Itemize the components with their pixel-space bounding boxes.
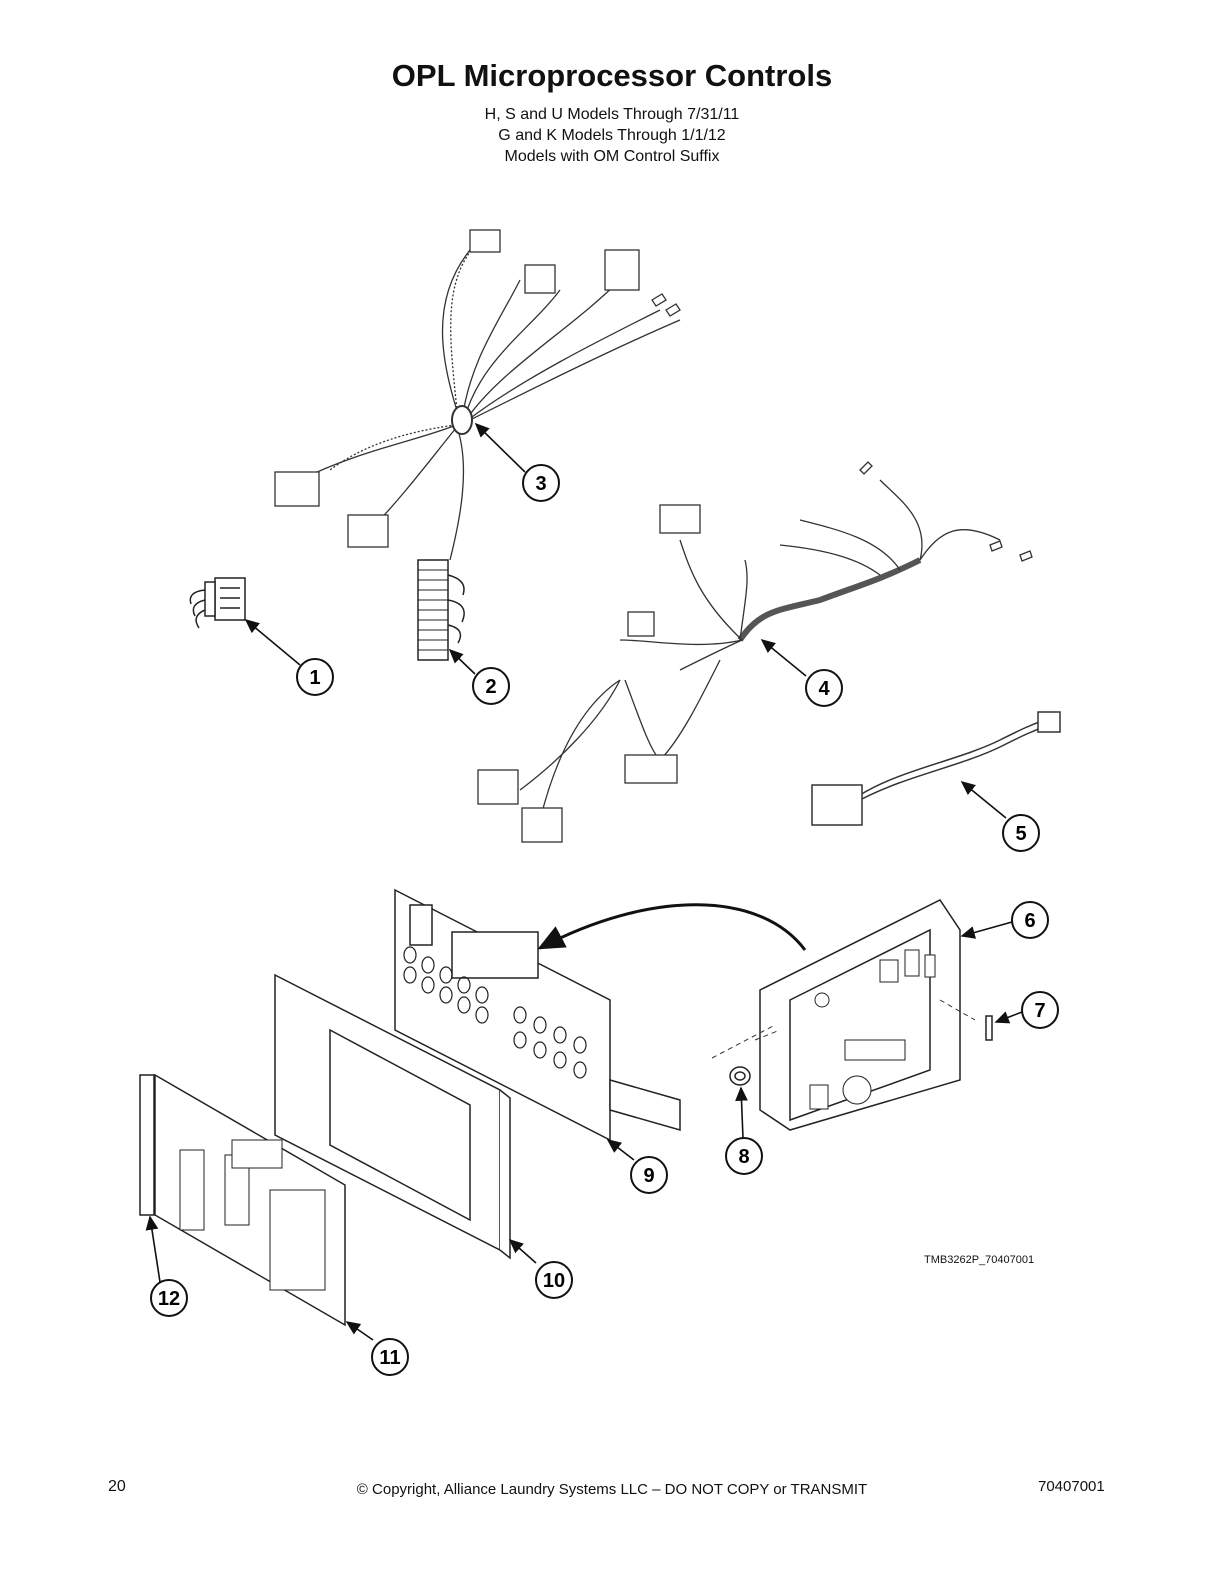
svg-text:10: 10: [543, 1270, 565, 1292]
part-1-connector: [189, 577, 246, 629]
svg-text:11: 11: [379, 1347, 400, 1369]
callout-10: 10: [535, 1261, 573, 1299]
callout-4: 4: [805, 669, 843, 707]
svg-text:7: 7: [1034, 1000, 1045, 1022]
part-11-front-panel: [154, 1073, 346, 1327]
part-3-wire-harness: [274, 229, 681, 561]
callout-2: 2: [472, 667, 510, 705]
svg-text:5: 5: [1015, 823, 1026, 845]
callout-8: 8: [725, 1137, 763, 1175]
page-number: 20: [108, 1478, 126, 1495]
svg-text:8: 8: [738, 1146, 749, 1168]
part-9-overlay: [394, 888, 681, 1142]
page-title: OPL Microprocessor Controls: [391, 58, 833, 93]
part-7-pin: [985, 1015, 993, 1041]
drawing-reference-code: TMB3262P_70407001: [924, 1254, 1035, 1266]
callout-3: 3: [522, 464, 560, 502]
callout-9: 9: [630, 1156, 668, 1194]
callout-7: 7: [1021, 991, 1059, 1029]
svg-text:9: 9: [643, 1165, 654, 1187]
part-2-terminal-strip: [417, 559, 465, 661]
part-5-cable: [811, 711, 1061, 826]
callout-6: 6: [1011, 901, 1049, 939]
callout-5: 5: [1002, 814, 1040, 852]
callout-1: 1: [296, 658, 334, 696]
part-6-control-board: [759, 899, 961, 1131]
callout-12: 12: [150, 1279, 188, 1317]
svg-text:1: 1: [309, 667, 320, 689]
copyright-notice: © Copyright, Alliance Laundry Systems LL…: [356, 1481, 868, 1498]
svg-text:3: 3: [535, 473, 546, 495]
part-12-strip: [139, 1074, 155, 1216]
svg-text:12: 12: [158, 1288, 180, 1310]
document-number: 70407001: [1038, 1478, 1105, 1495]
alignment-lines: [711, 999, 976, 1059]
subtitle-line-2: G and K Models Through 1/1/12: [498, 127, 726, 144]
part-4-wire-harness: [477, 461, 1033, 843]
leader-lines: [145, 422, 1023, 1341]
curved-arrow: [537, 903, 807, 951]
callout-11: 11: [371, 1338, 409, 1376]
svg-text:6: 6: [1024, 910, 1035, 932]
subtitle-line-3: Models with OM Control Suffix: [504, 148, 720, 165]
part-10-bezel: [274, 973, 511, 1260]
svg-text:2: 2: [485, 676, 496, 698]
subtitle-line-1: H, S and U Models Through 7/31/11: [484, 106, 740, 123]
svg-text:4: 4: [818, 678, 830, 700]
part-8-knob: [729, 1066, 751, 1086]
